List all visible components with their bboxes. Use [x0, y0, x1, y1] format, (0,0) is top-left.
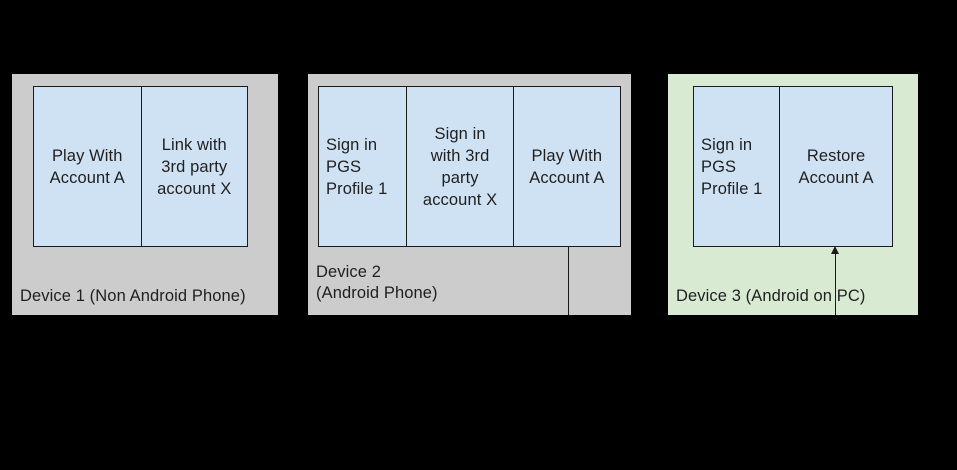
device-3-step-restore-account-a[interactable]: Restore Account A [779, 87, 892, 246]
device-1-step-strip: Play With Account A Link with 3rd party … [33, 86, 248, 247]
device-2-label: Device 2 (Android Phone) [316, 263, 438, 302]
device-3-step-sign-in-pgs-profile-1[interactable]: Sign in PGS Profile 1 [701, 135, 763, 198]
device-2-step-sign-in-with-3rd-party-account-x[interactable]: Sign in with 3rd party account X [406, 87, 512, 246]
device-3-incoming-arrow-head-icon [831, 246, 840, 254]
device-2-outgoing-connector-line [568, 247, 570, 315]
device-3-step-strip: Sign in PGS Profile 1 Restore Account A [693, 86, 893, 247]
device-1-step-play-with-account-a[interactable]: Play With Account A [49, 146, 125, 187]
device-3-label: Device 3 (Android on PC) [676, 287, 866, 305]
device-3-incoming-connector-line [835, 252, 837, 315]
device-1-label: Device 1 (Non Android Phone) [20, 287, 246, 305]
device-1-step-link-with-3rd-party-account-x[interactable]: Link with 3rd party account X [140, 87, 248, 246]
device-2-step-strip: Sign in PGS Profile 1 Sign in with 3rd p… [318, 86, 621, 247]
device-2-step-sign-in-pgs-profile-1[interactable]: Sign in PGS Profile 1 [326, 135, 388, 198]
device-2-step-play-with-account-a[interactable]: Play With Account A [512, 87, 620, 246]
